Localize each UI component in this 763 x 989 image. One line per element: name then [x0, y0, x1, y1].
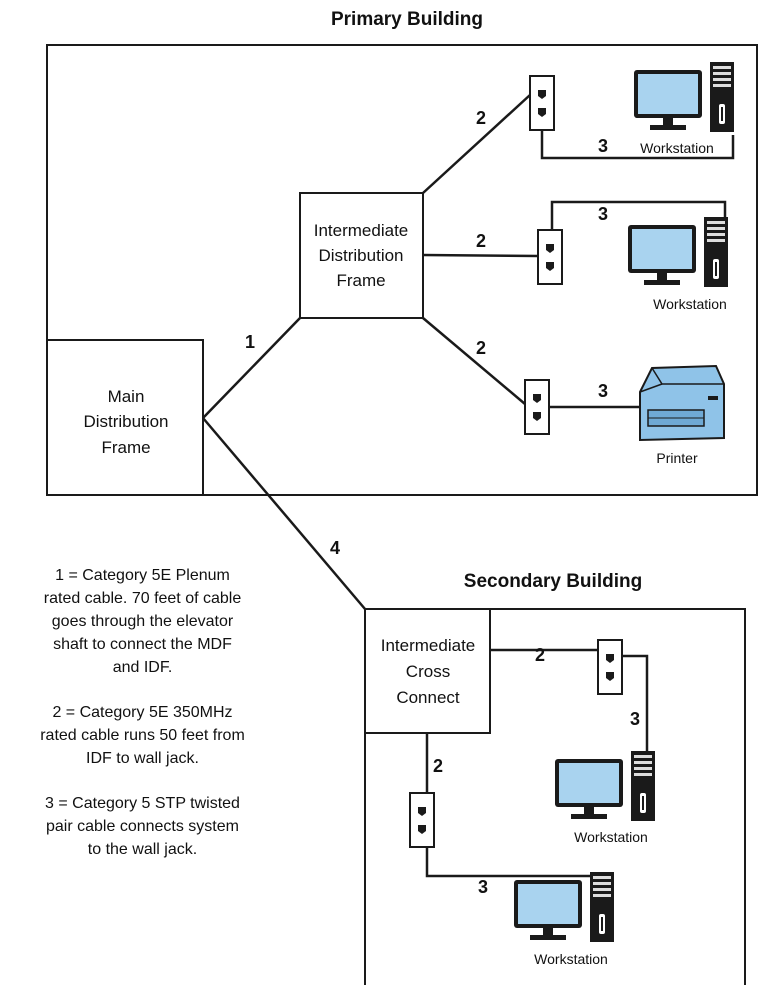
cable-idf-jack1: [422, 94, 531, 194]
icc-label-line2: Cross: [406, 662, 450, 681]
icc-label-line1: Intermediate: [381, 636, 476, 655]
idf-box: Intermediate Distribution Frame: [299, 192, 424, 319]
legend-line: 1 = Category 5E Plenum: [55, 567, 230, 584]
cable-4: [202, 417, 366, 610]
cable-label-3: 3: [598, 136, 608, 156]
workstation-label: Workstation: [640, 140, 714, 156]
icc-label-line3: Connect: [396, 688, 460, 707]
cable-idf-jack2: [422, 253, 539, 258]
legend-line: pair cable connects system: [46, 818, 239, 835]
workstation-label: Workstation: [653, 296, 727, 312]
idf-label-line1: Intermediate: [314, 221, 409, 240]
cables: [202, 94, 735, 878]
cable-idf-jack3: [422, 317, 526, 405]
printer-label: Printer: [656, 450, 698, 466]
cable-label-3: 3: [598, 204, 608, 224]
cable-label-3: 3: [630, 709, 640, 729]
legend-line: IDF to wall jack.: [86, 750, 199, 767]
legend-line: to the wall jack.: [87, 841, 198, 858]
cable-label-2: 2: [433, 756, 443, 776]
legend-line: rated cable. 70 feet of cable: [43, 590, 242, 607]
workstation-icon: [514, 872, 614, 942]
legend-line: rated cable runs 50 feet from: [40, 727, 245, 744]
wall-jack-icon: [597, 639, 623, 695]
mdf-label-line2: Distribution: [83, 412, 168, 431]
cable-label-2: 2: [476, 338, 486, 358]
cable-label-2: 2: [476, 108, 486, 128]
wall-jack-icon: [524, 379, 550, 435]
workstation-label: Workstation: [574, 829, 648, 845]
cable-1: [202, 317, 301, 419]
cable-label-3: 3: [598, 381, 608, 401]
cable-jack2-ws2: [550, 200, 727, 230]
cable-legend: 1 = Category 5E Plenum rated cable. 70 f…: [0, 564, 285, 861]
primary-building-title: Primary Building: [331, 9, 483, 30]
legend-line: 2 = Category 5E 350MHz: [52, 704, 233, 721]
wall-jack-icon: [409, 792, 435, 848]
workstation-icon: [634, 62, 734, 132]
legend-item-3: 3 = Category 5 STP twisted pair cable co…: [0, 792, 285, 861]
mdf-label-line3: Frame: [101, 438, 150, 457]
legend-line: goes through the elevator: [51, 613, 234, 630]
idf-label-line3: Frame: [336, 271, 385, 290]
legend-line: 3 = Category 5 STP twisted: [45, 795, 240, 812]
mdf-label-line1: Main: [108, 387, 145, 406]
wall-jack-icon: [537, 229, 563, 285]
mdf-box: Main Distribution Frame: [46, 339, 204, 496]
icc-box: Intermediate Cross Connect: [364, 608, 491, 734]
cable-label-4: 4: [330, 538, 340, 558]
workstation-label: Workstation: [534, 951, 608, 967]
primary-building-outline: [46, 44, 758, 496]
cable-jack1-ws1: [540, 130, 735, 160]
legend-item-2: 2 = Category 5E 350MHz rated cable runs …: [0, 701, 285, 770]
cable-label-2: 2: [476, 231, 486, 251]
cable-jack5-ws4: [425, 847, 612, 878]
cable-label-3: 3: [478, 877, 488, 897]
workstation-icon: [628, 217, 728, 287]
cable-label-2: 2: [535, 645, 545, 665]
secondary-building-title: Secondary Building: [464, 571, 642, 592]
cable-jack4-ws3: [622, 654, 649, 751]
wall-jack-icon: [529, 75, 555, 131]
workstation-icon: [555, 751, 655, 821]
legend-line: shaft to connect the MDF: [53, 636, 232, 653]
legend-line: and IDF.: [112, 659, 173, 676]
idf-label-line2: Distribution: [318, 246, 403, 265]
cable-label-1: 1: [245, 332, 255, 352]
secondary-building-outline: [364, 608, 746, 985]
printer-icon: [639, 364, 725, 442]
legend-item-1: 1 = Category 5E Plenum rated cable. 70 f…: [0, 564, 285, 679]
